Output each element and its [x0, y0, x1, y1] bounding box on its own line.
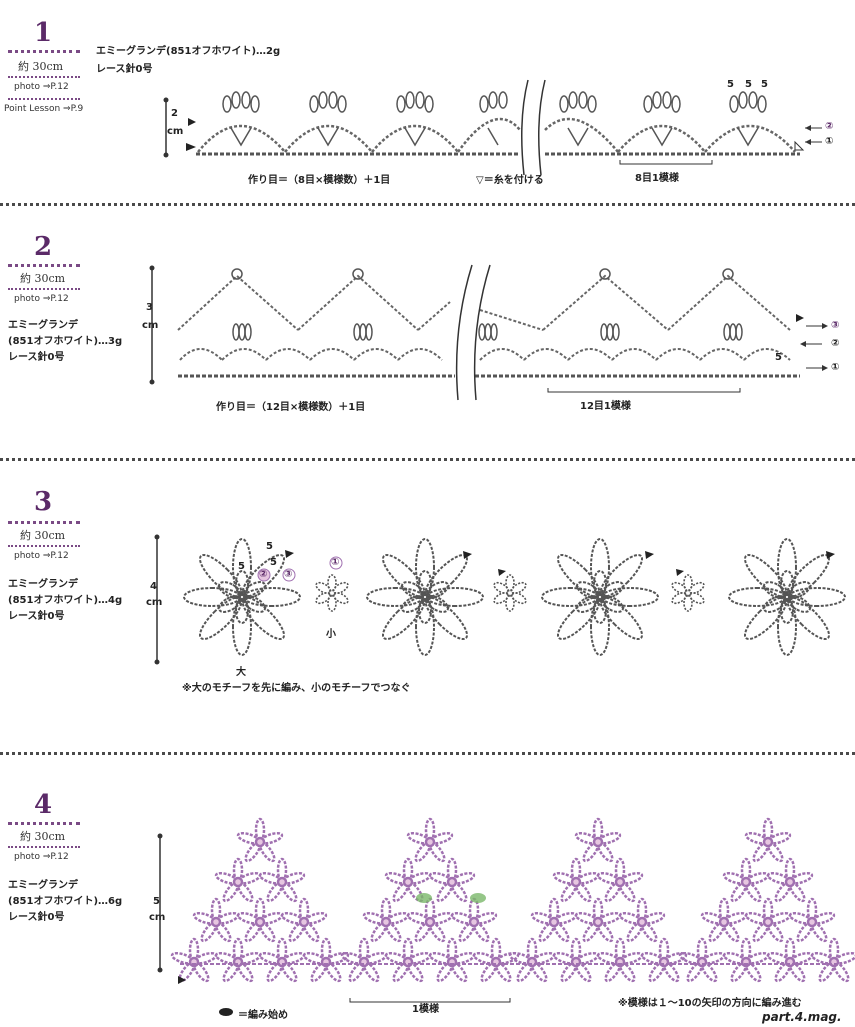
repeat-label: 12目1模様 — [580, 401, 631, 412]
section-separator — [0, 752, 855, 755]
foundation-note: 作り目＝（12目×模様数）＋1目 — [216, 402, 366, 413]
divider — [8, 50, 80, 53]
length-label: 約 30cm — [20, 272, 66, 285]
height-unit: cm — [142, 320, 159, 331]
photo-ref: photo ⇒P.12 — [14, 82, 69, 92]
motif-chart-3 — [154, 534, 846, 665]
photo-ref: photo ⇒P.12 — [14, 551, 69, 561]
pattern-3: 3 約 30cm photo ⇒P.12 エミーグランデ (851オフホワイト)… — [0, 465, 855, 755]
photo-ref: photo ⇒P.12 — [14, 294, 69, 304]
divider — [8, 76, 80, 78]
repeat-label: 8目1模様 — [635, 173, 679, 184]
pattern-number: 1 — [34, 18, 53, 48]
start-legend: ＝編み始め — [238, 1010, 288, 1021]
row-marker: ② — [831, 338, 840, 349]
yarn-color: (851オフホワイト)…6g — [8, 896, 123, 907]
length-label: 約 30cm — [20, 529, 66, 542]
repeat-label: 1模様 — [412, 1004, 439, 1015]
pattern-number: 4 — [34, 790, 53, 820]
watermark: part.4.mag. — [762, 1010, 842, 1024]
foundation-note: 作り目＝（8目×模様数）＋1目 — [248, 175, 391, 186]
divider — [8, 846, 80, 848]
yarn-attach-note: ▽＝糸を付ける — [476, 175, 544, 186]
section-separator — [0, 458, 855, 461]
count-mark: 5 — [266, 541, 273, 552]
row-marker: ② — [825, 121, 834, 132]
section-separator — [0, 203, 855, 206]
length-label: 約 30cm — [20, 830, 66, 843]
height-unit: cm — [167, 126, 184, 137]
pattern-2: 2 約 30cm photo ⇒P.12 エミーグランデ (851オフホワイト)… — [0, 210, 855, 460]
height-unit: cm — [146, 597, 163, 608]
yarn-info: エミーグランデ(851オフホワイト)…2g — [96, 46, 281, 57]
row-marker: ② — [259, 569, 268, 580]
height-value: 4 — [150, 581, 157, 592]
divider — [8, 98, 80, 100]
count-mark: 5 — [727, 79, 734, 90]
lesson-ref: Point Lesson ⇒P.9 — [4, 104, 84, 114]
hook-info: レース針0号 — [8, 611, 65, 622]
height-value: 2 — [171, 108, 178, 119]
flower-chart-4 — [157, 760, 855, 1016]
large-motif-label: 大 — [236, 667, 246, 678]
yarn-info: エミーグランデ — [8, 320, 78, 331]
count-mark: 5 — [270, 557, 277, 568]
direction-note: ※模様は１～10の矢印の方向に編み進む — [618, 998, 802, 1009]
photo-ref: photo ⇒P.12 — [14, 852, 69, 862]
count-mark: 5 — [761, 79, 768, 90]
yarn-color: (851オフホワイト)…4g — [8, 595, 123, 606]
small-motif-label: 小 — [326, 629, 336, 640]
pattern-number: 2 — [34, 232, 53, 262]
count-mark: 5 — [775, 352, 782, 363]
divider — [8, 822, 80, 825]
yarn-color: (851オフホワイト)…3g — [8, 336, 123, 347]
height-value: 3 — [146, 302, 153, 313]
edging-chart-2 — [149, 264, 828, 401]
row-marker: ① — [831, 362, 840, 373]
hook-info: レース針0号 — [96, 64, 153, 75]
height-value: 5 — [153, 896, 160, 907]
count-mark: 5 — [745, 79, 752, 90]
motif-note: ※大のモチーフを先に編み、小のモチーフでつなぐ — [182, 683, 411, 694]
length-label: 約 30cm — [18, 60, 64, 73]
hook-info: レース針0号 — [8, 352, 65, 363]
yarn-info: エミーグランデ — [8, 880, 78, 891]
hook-info: レース針0号 — [8, 912, 65, 923]
divider — [8, 545, 80, 547]
divider — [8, 521, 80, 524]
row-marker: ③ — [284, 569, 293, 580]
edging-chart-1 — [163, 79, 822, 176]
pattern-4: 4 約 30cm photo ⇒P.12 エミーグランデ (851オフホワイト)… — [0, 760, 855, 1027]
count-mark: 5 — [238, 561, 245, 572]
row-marker: ① — [825, 136, 834, 147]
row-marker: ③ — [831, 320, 840, 331]
divider — [8, 264, 80, 267]
pattern-number: 3 — [34, 487, 53, 517]
yarn-info: エミーグランデ — [8, 579, 78, 590]
row-marker: ① — [331, 557, 340, 568]
height-unit: cm — [149, 912, 166, 923]
pattern-1: 1 約 30cm photo ⇒P.12 Point Lesson ⇒P.9 エ… — [0, 0, 855, 200]
divider — [8, 288, 80, 290]
